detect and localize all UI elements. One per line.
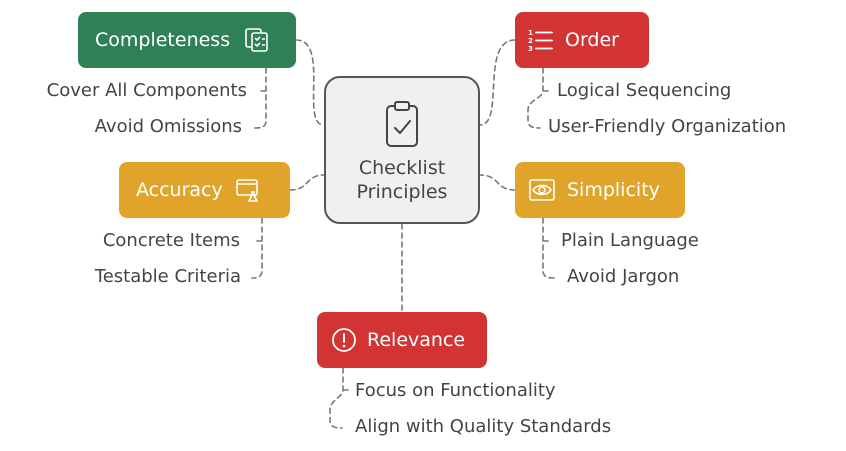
svg-text:1: 1 — [528, 29, 533, 37]
window-test-icon — [235, 179, 259, 202]
connector-completeness — [295, 39, 325, 126]
connector-order — [479, 39, 516, 126]
center-node: Checklist Principles — [324, 76, 480, 224]
eye-icon — [529, 179, 555, 201]
leaf-avoid-omissions: Avoid Omissions — [94, 116, 242, 137]
numbered-list-icon: 123 — [528, 29, 553, 53]
connector-simplicity — [479, 174, 516, 191]
node-completeness: Completeness — [78, 12, 296, 68]
clipboard-check-icon — [386, 101, 418, 147]
connector-accuracy — [289, 174, 325, 191]
node-relevance: Relevance — [317, 312, 487, 368]
connector-simplicity-leaves — [542, 217, 555, 279]
node-completeness-label: Completeness — [95, 29, 231, 51]
leaf-cover-all-components: Cover All Components — [46, 80, 247, 101]
center-title-line2: Principles — [356, 181, 448, 203]
node-order-label: Order — [565, 29, 619, 51]
checklist-pages-icon — [245, 28, 268, 52]
svg-text:2: 2 — [528, 37, 533, 45]
connector-accuracy-leaves — [251, 217, 263, 279]
leaf-logical-sequencing: Logical Sequencing — [557, 80, 732, 101]
center-title: Checklist Principles — [326, 156, 478, 204]
node-accuracy-label: Accuracy — [136, 179, 223, 201]
leaf-user-friendly-organization: User-Friendly Organization — [548, 116, 787, 137]
node-relevance-label: Relevance — [367, 329, 466, 351]
leaf-focus-on-functionality: Focus on Functionality — [355, 380, 556, 401]
center-title-line1: Checklist — [358, 157, 446, 179]
leaf-avoid-jargon: Avoid Jargon — [567, 266, 680, 287]
connector-order-leaves — [527, 67, 551, 129]
leaf-concrete-items: Concrete Items — [102, 230, 240, 251]
svg-text:3: 3 — [528, 45, 533, 53]
node-simplicity: Simplicity — [515, 162, 685, 218]
node-accuracy: Accuracy — [119, 162, 290, 218]
leaf-align-with-quality-standards: Align with Quality Standards — [355, 416, 612, 437]
leaf-plain-language: Plain Language — [561, 230, 699, 251]
node-simplicity-label: Simplicity — [567, 179, 660, 201]
connector-relevance-leaves — [329, 367, 351, 429]
alert-circle-icon — [332, 328, 356, 352]
leaf-testable-criteria: Testable Criteria — [94, 266, 241, 287]
connector-completeness-leaves — [254, 67, 267, 129]
